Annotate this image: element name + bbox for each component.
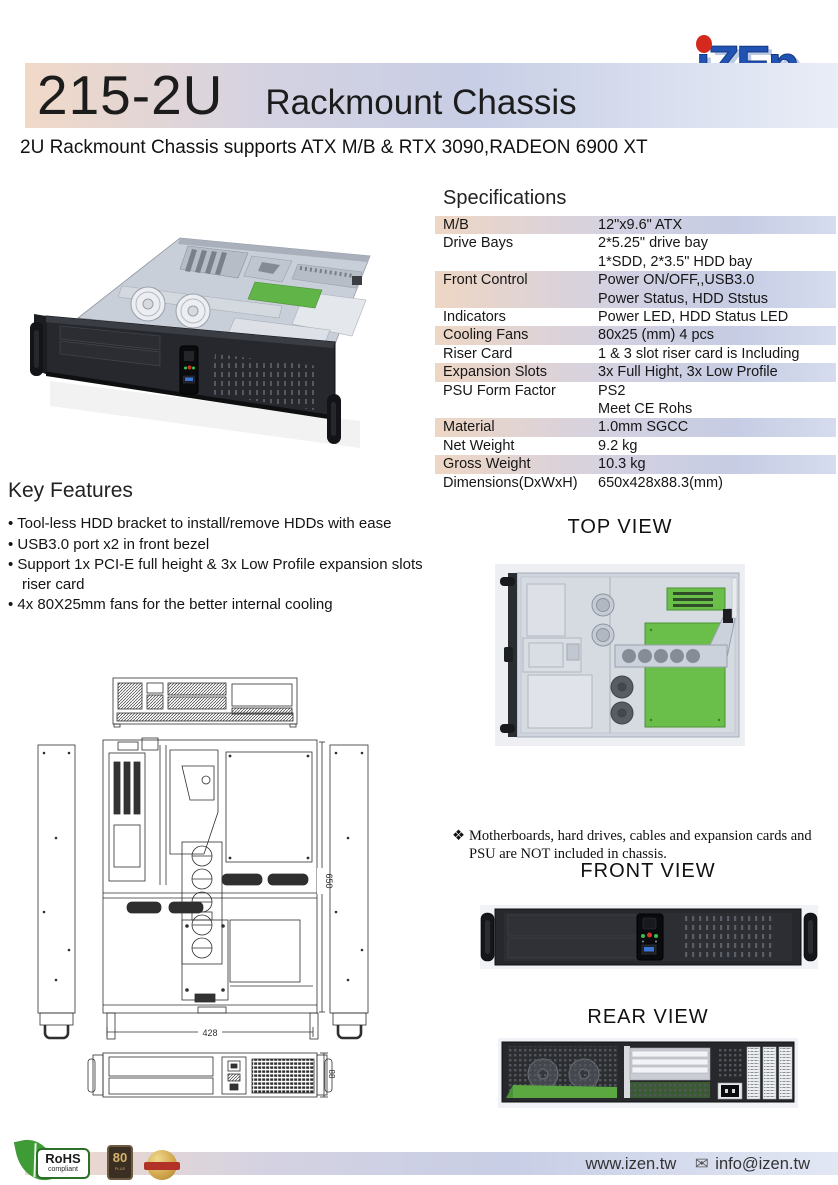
spec-label: PSU Form Factor bbox=[443, 382, 556, 399]
fan-icon bbox=[130, 286, 211, 329]
product-isometric-image bbox=[30, 237, 371, 448]
spec-label: Dimensions(DxWxH) bbox=[443, 474, 578, 491]
key-features-list: • Tool-less HDD bracket to install/remov… bbox=[8, 514, 438, 616]
title-bar: 215-2U Rackmount Chassis bbox=[25, 63, 838, 128]
key-features-heading: Key Features bbox=[8, 479, 133, 502]
dimension-height: 88 bbox=[320, 1052, 336, 1098]
svg-text:428: 428 bbox=[202, 1028, 217, 1038]
logo-dot-icon bbox=[696, 35, 712, 53]
spec-row: Riser Card 1 & 3 slot riser card is Inclu… bbox=[435, 345, 836, 363]
top-view-image bbox=[495, 564, 745, 746]
front-view-image bbox=[480, 905, 818, 969]
rohs-logo: RoHS compliant bbox=[13, 1134, 92, 1185]
dimension-depth: 650 bbox=[317, 741, 334, 1013]
technical-drawings: 650 428 88 bbox=[37, 677, 369, 1098]
feature-item: • USB3.0 port x2 in front bezel bbox=[8, 535, 210, 553]
rear-view-image bbox=[498, 1038, 798, 1108]
note-marker-icon: ❖ bbox=[452, 828, 465, 844]
spec-row: Dimensions(DxWxH) 650x428x88.3(mm) bbox=[435, 474, 836, 492]
drawing-side-panel-right bbox=[329, 744, 369, 1040]
spec-row: Cooling Fans 80x25 (mm) 4 pcs bbox=[435, 326, 836, 345]
spec-table-body: M/B 12"x9.6" ATX Drive Bays 2*5.25" drive b… bbox=[435, 216, 836, 492]
website-link[interactable]: www.izen.tw bbox=[585, 1155, 677, 1173]
spec-value: 9.2 kg bbox=[598, 437, 638, 454]
rear-view-label: REAR VIEW bbox=[587, 1006, 709, 1028]
top-view-label: TOP VIEW bbox=[567, 516, 673, 538]
svg-text:88: 88 bbox=[327, 1070, 336, 1079]
note-text: Motherboards, hard drives, cables and ex… bbox=[469, 828, 812, 862]
spec-label: Indicators bbox=[443, 309, 506, 326]
spec-value: 1 & 3 slot riser card is Including bbox=[598, 345, 800, 362]
spec-value: Power LED, HDD Status LED bbox=[598, 309, 789, 326]
drawing-front-elevation bbox=[87, 1052, 333, 1098]
spec-value: 3x Full Hight, 3x Low Profile bbox=[598, 364, 778, 381]
spec-value: 1.0mm SGCC bbox=[598, 419, 689, 436]
80plus-badge-icon: 80 PLUS bbox=[107, 1145, 133, 1180]
spec-value: 12"x9.6" ATX bbox=[598, 217, 683, 233]
spec-row: Net Weight 9.2 kg bbox=[435, 437, 836, 455]
rohs-text: RoHS bbox=[45, 1151, 81, 1166]
feature-item: • 4x 80X25mm fans for the better interna… bbox=[8, 596, 333, 613]
spec-label: Gross Weight bbox=[443, 456, 531, 473]
product-type: Rackmount Chassis bbox=[265, 83, 577, 122]
spec-label: Expansion Slots bbox=[443, 364, 547, 381]
spec-label: Net Weight bbox=[443, 437, 515, 454]
tagline: 2U Rackmount Chassis supports ATX M/B & … bbox=[20, 137, 648, 158]
spec-row: Gross Weight 10.3 kg bbox=[435, 455, 836, 474]
spec-row: Indicators Power LED, HDD Status LED bbox=[435, 308, 836, 326]
model-number: 215-2U bbox=[37, 64, 224, 126]
svg-text:650: 650 bbox=[324, 873, 334, 888]
spec-label: M/B bbox=[443, 217, 469, 233]
drawing-side-panel-left bbox=[37, 744, 76, 1040]
email-icon: ✉ bbox=[694, 1155, 709, 1173]
spec-row: Material 1.0mm SGCC bbox=[435, 418, 836, 437]
spec-label: Drive Bays bbox=[443, 235, 514, 252]
spec-value: 650x428x88.3(mm) bbox=[598, 474, 723, 491]
spec-label: Cooling Fans bbox=[443, 327, 529, 344]
footer-contact: www.izen.tw ✉ info@izen.tw bbox=[585, 1154, 810, 1174]
spec-label: Material bbox=[443, 419, 495, 436]
specifications-heading: Specifications bbox=[443, 187, 567, 209]
exclusion-note: ❖ Motherboards, hard drives, cables and … bbox=[452, 828, 830, 863]
spec-row: M/B 12"x9.6" ATX bbox=[435, 216, 836, 235]
spec-value: 10.3 kg bbox=[598, 456, 646, 473]
spec-row: Expansion Slots 3x Full Hight, 3x Low Pro… bbox=[435, 363, 836, 382]
spec-label: Front Control bbox=[443, 272, 528, 289]
footer-bar bbox=[25, 1152, 838, 1175]
award-badge-icon bbox=[144, 1150, 180, 1180]
spec-value: 80x25 (mm) 4 pcs bbox=[598, 327, 715, 344]
spec-table: M/B 12"x9.6" ATX Drive Bays 2*5.25" drive b… bbox=[435, 216, 836, 492]
feature-item: • Support 1x PCI-E full height & 3x Low … bbox=[8, 556, 423, 593]
front-view-label: FRONT VIEW bbox=[580, 860, 716, 882]
rohs-sub-text: compliant bbox=[48, 1166, 78, 1173]
dimension-width: 428 bbox=[106, 1026, 314, 1038]
drawing-rear-elevation bbox=[112, 677, 298, 728]
email-link[interactable]: info@izen.tw bbox=[715, 1155, 810, 1173]
feature-item: • Tool-less HDD bracket to install/remov… bbox=[8, 515, 392, 532]
drawing-top-view bbox=[102, 737, 319, 1040]
spec-label: Riser Card bbox=[443, 345, 513, 362]
